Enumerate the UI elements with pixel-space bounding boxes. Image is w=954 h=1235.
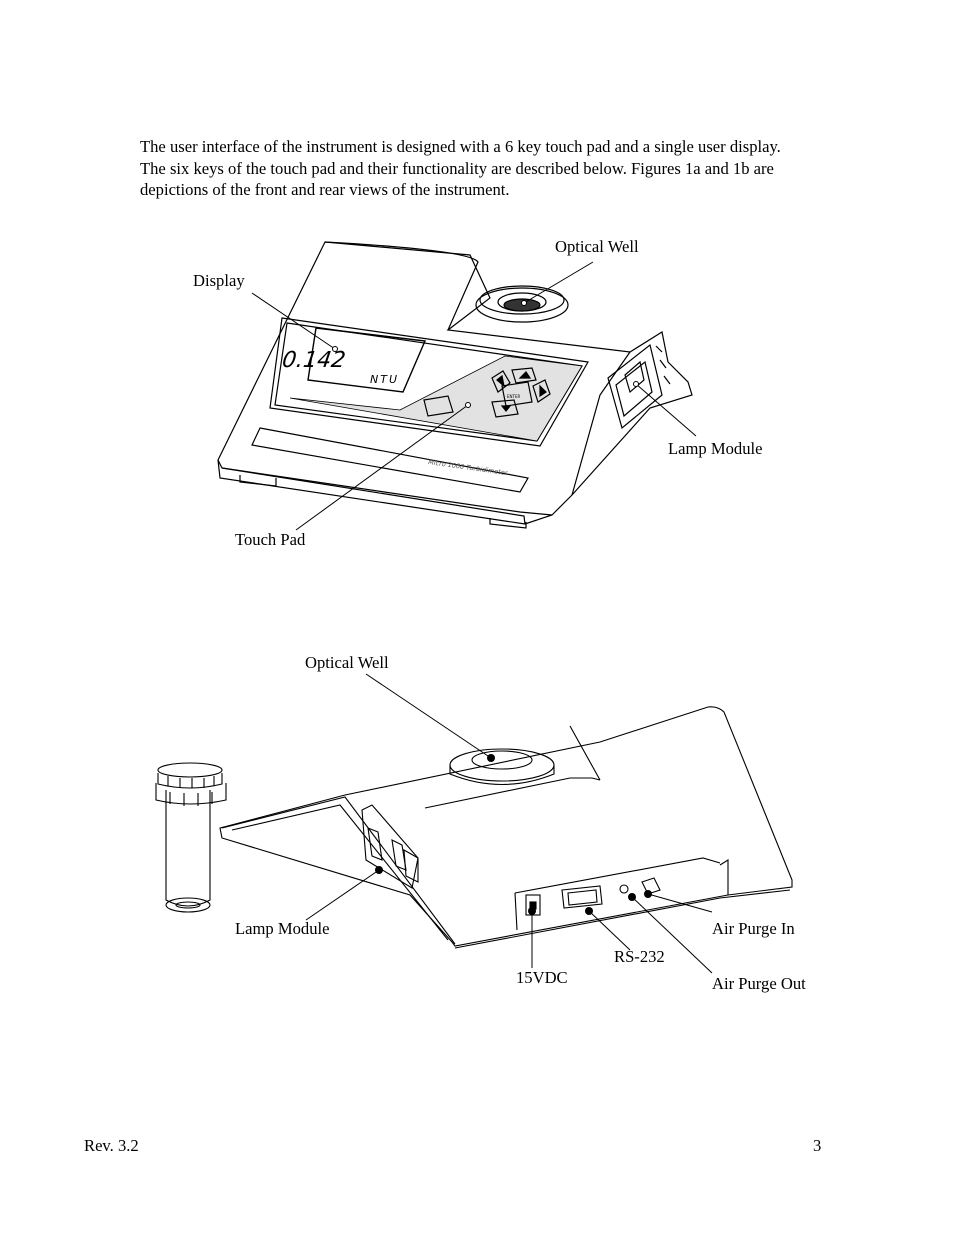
intro-line: The user interface of the instrument is … [140,137,781,156]
rear-optical-well [449,748,555,782]
enter-key-icon [501,381,533,407]
touch-pad-callout [295,404,469,531]
brand-strip-text: Micro 1000 Turbidimeter [428,458,509,477]
rs232-callout [588,910,631,951]
air-purge-in-port [641,877,661,895]
intro-paragraph: The user interface of the instrument is … [140,136,880,201]
label-lamp-module-front: Lamp Module [668,439,763,458]
label-touch-pad: Touch Pad [235,530,306,549]
air-purge-in-callout [647,893,713,913]
instrument-body-outline [217,241,693,525]
up-key-icon [511,367,537,384]
label-lamp-module-rear: Lamp Module [235,919,330,938]
air-purge-out-port [619,884,629,894]
label-optical-well-rear: Optical Well [305,653,389,672]
dc-jack [525,894,541,916]
intro-line: The six keys of the touch pad and their … [140,158,774,178]
sample-vial-cap [155,783,227,805]
label-15vdc: 15VDC [516,968,568,987]
display-callout [251,292,336,350]
front-foot-right [489,518,527,529]
front-foot-left [239,475,277,487]
rs232-connector [561,885,603,909]
intro-line: depictions of the front and rear views o… [140,180,510,199]
label-air-purge-in: Air Purge In [712,919,795,938]
left-key-icon [491,370,511,393]
rear-lamp-module-callout [305,869,380,921]
right-key-icon [532,379,551,403]
sample-vial [165,790,211,907]
rear-optical-well-callout [365,673,492,759]
down-key-icon [491,399,519,418]
footer-page-number: 3 [813,1136,822,1155]
label-rs232: RS-232 [614,947,665,966]
brand-strip [251,427,529,493]
rear-lamp-housing [361,804,419,889]
label-display: Display [193,271,245,290]
air-purge-out-callout [631,896,713,974]
optical-well-callout [523,261,594,304]
mode-key-icon [423,395,454,417]
front-view-figure: 0.142 NTU ENTER Micro 1000 Turbidimeter [217,241,697,531]
lamp-module-callout [635,383,697,437]
enter-key-label: ENTER [507,394,520,399]
label-air-purge-out: Air Purge Out [712,974,806,993]
label-optical-well-front: Optical Well [555,237,639,256]
optical-well-rim [475,287,569,323]
lcd-window [307,327,427,393]
lcd-unit: NTU [370,373,399,386]
front-panel [269,317,589,447]
lamp-module-housing [607,343,663,430]
rear-body-outline [219,706,793,947]
footer-revision: Rev. 3.2 [84,1136,139,1155]
lcd-reading: 0.142 [281,347,348,373]
rear-view-figure [155,673,793,974]
